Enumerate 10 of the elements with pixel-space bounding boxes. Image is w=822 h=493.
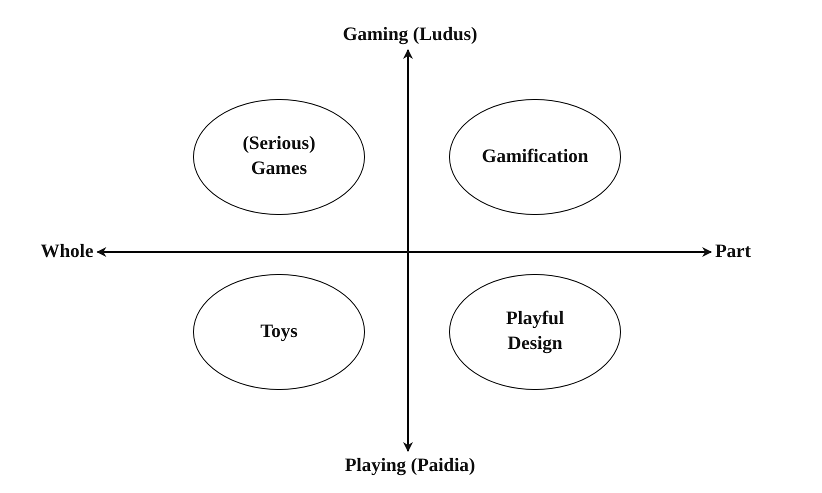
axis-label: Gaming (Ludus) — [342, 24, 478, 46]
node-label: Gamification — [482, 144, 588, 169]
node-label: Playful Design — [504, 307, 566, 356]
axis-label: Part — [715, 241, 751, 263]
node-label: Toys — [260, 320, 298, 344]
double-headed-arrow — [96, 247, 712, 257]
node-label: (Serious) Games — [242, 132, 316, 181]
axis-label: Whole — [40, 241, 94, 263]
axis-label: Playing (Paidia) — [344, 455, 476, 477]
double-headed-arrow — [403, 49, 413, 452]
